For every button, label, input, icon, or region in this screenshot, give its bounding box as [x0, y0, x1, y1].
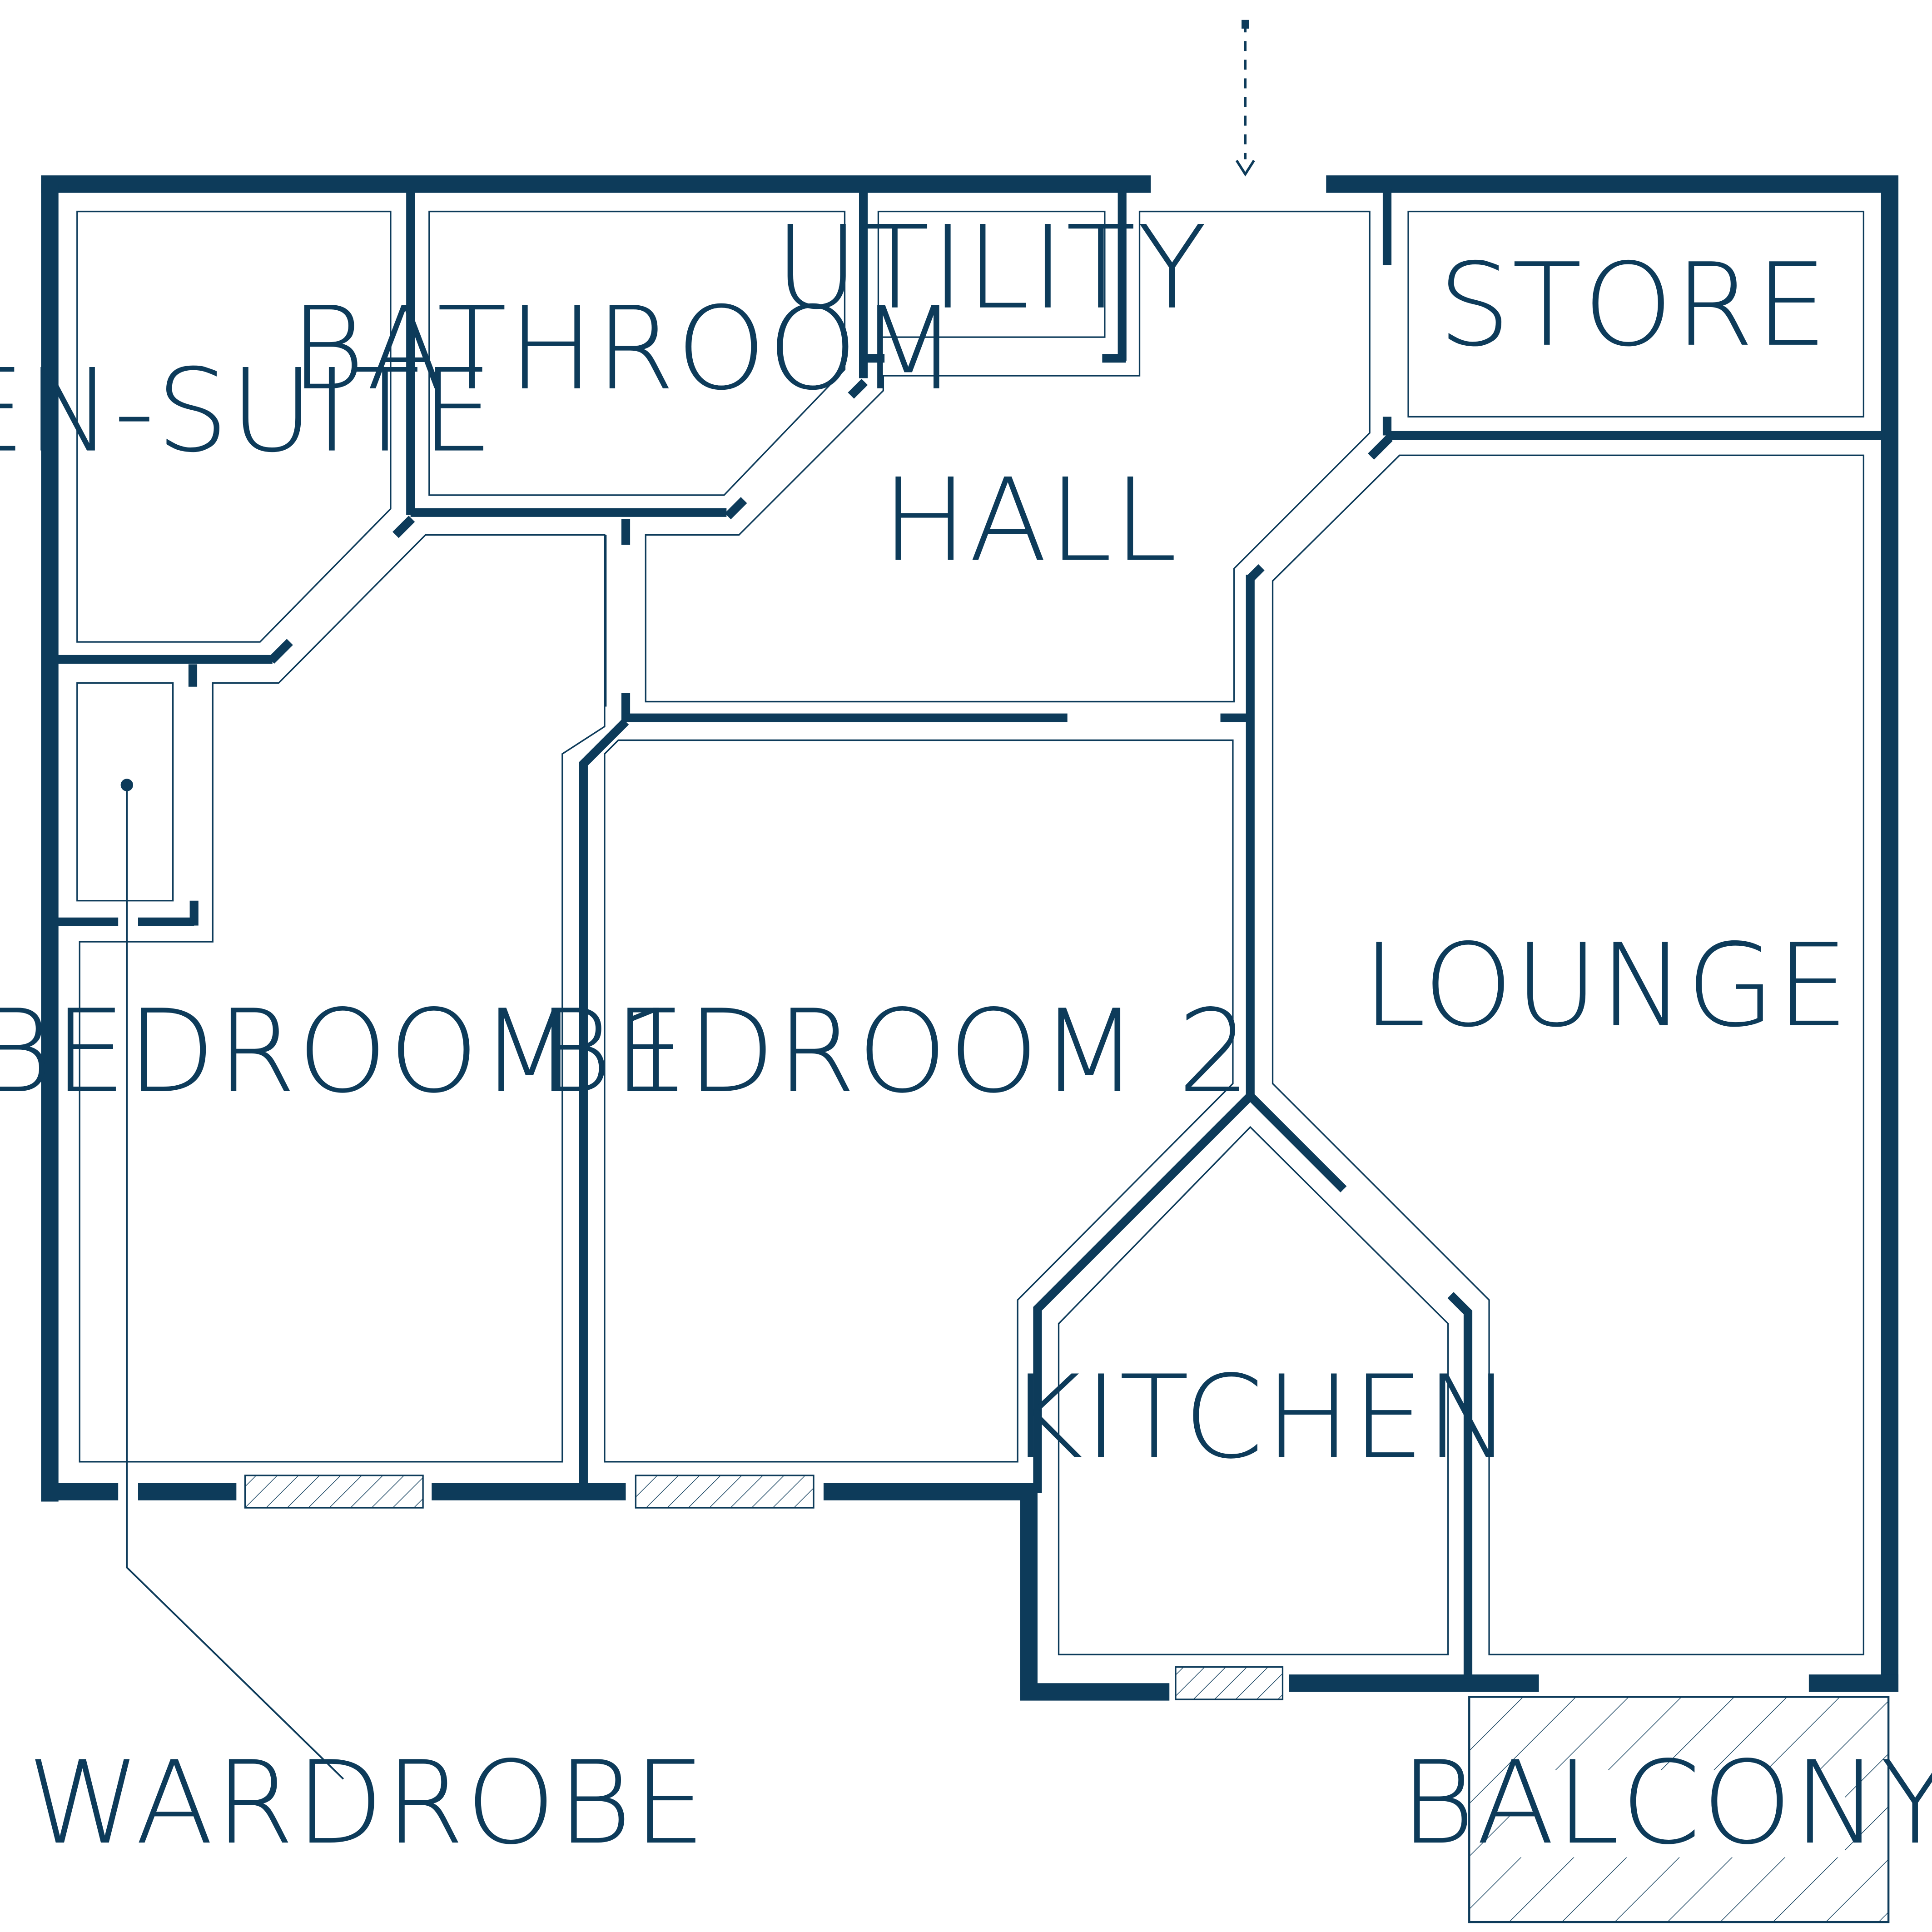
label-kitchen: KITCHEN	[1008, 1351, 1513, 1484]
wardrobe-outline	[76, 682, 174, 902]
label-bathroom: BATHROOM	[290, 283, 959, 416]
en-suite-outline	[76, 210, 392, 643]
wall-top-right	[1326, 175, 1899, 1692]
label-balcony: BALCONY	[1400, 1737, 1932, 1870]
wall-kitchen-left	[1020, 1483, 1170, 1701]
balcony	[1468, 1696, 1890, 1923]
walls	[41, 175, 1899, 1701]
interior-walls	[55, 189, 1885, 1679]
label-lounge: LOUNGE	[1362, 919, 1850, 1053]
label-bedroom-1: BEDROOM 1	[0, 985, 692, 1118]
store-outline	[1407, 210, 1865, 418]
bedroom2-outline	[604, 739, 1234, 1463]
leader-line-dot-icon	[120, 779, 344, 1780]
kitchen-outline	[1058, 1126, 1449, 1655]
bedroom1-outline	[79, 534, 606, 1463]
dashed-down-arrow-icon	[1235, 20, 1255, 177]
label-store: STORE	[1438, 239, 1829, 372]
hall-outline	[645, 210, 1371, 703]
label-en-suite: EN-SUITE	[0, 345, 495, 478]
room-outlines	[76, 210, 1865, 1655]
bathroom-outline	[428, 210, 846, 496]
label-utility: UTILITY	[775, 202, 1208, 335]
window-bedroom2	[635, 1475, 815, 1509]
window-bedroom1	[244, 1475, 424, 1509]
lounge-outline	[1271, 454, 1865, 1655]
windows	[244, 1475, 1284, 1700]
label-bedroom-2: BEDROOM 2	[537, 985, 1252, 1118]
utility-outline	[877, 210, 1106, 338]
window-kitchen	[1175, 1666, 1284, 1700]
label-hall: HALL	[882, 454, 1178, 587]
label-wardrobe: WARDROBE	[27, 1737, 707, 1870]
